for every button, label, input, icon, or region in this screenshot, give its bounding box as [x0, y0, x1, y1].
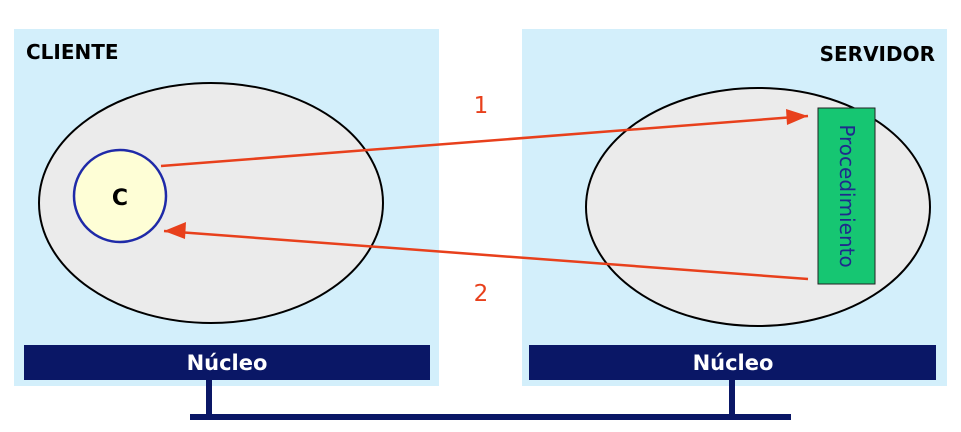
client-address-space	[38, 82, 384, 324]
server-address-space	[585, 87, 931, 327]
procedure-label: Procedimiento	[835, 124, 859, 267]
reply-arrowhead	[164, 222, 186, 239]
server-network-drop	[729, 380, 735, 418]
client-kernel-label: Núcleo	[187, 351, 268, 375]
reply-arrow	[163, 229, 809, 281]
client-process-label: C	[112, 186, 128, 211]
request-number: 1	[474, 93, 489, 119]
request-arrowhead	[786, 109, 808, 125]
reply-number: 2	[474, 281, 489, 307]
client-panel: CLIENTE C Núcleo	[14, 29, 439, 386]
client-network-drop	[206, 380, 212, 418]
client-title: CLIENTE	[26, 40, 119, 64]
network-link	[190, 380, 791, 420]
network-bus	[190, 414, 791, 420]
server-kernel-bar	[529, 345, 936, 380]
client-process-circle	[72, 148, 168, 244]
client-kernel-bar	[24, 345, 430, 380]
messages: 1 2	[160, 93, 809, 307]
request-arrow	[160, 114, 809, 168]
server-kernel-label: Núcleo	[693, 351, 774, 375]
server-title: SERVIDOR	[820, 42, 935, 66]
procedure-box	[817, 107, 876, 285]
server-panel: SERVIDOR Procedimiento Núcleo	[522, 29, 947, 386]
